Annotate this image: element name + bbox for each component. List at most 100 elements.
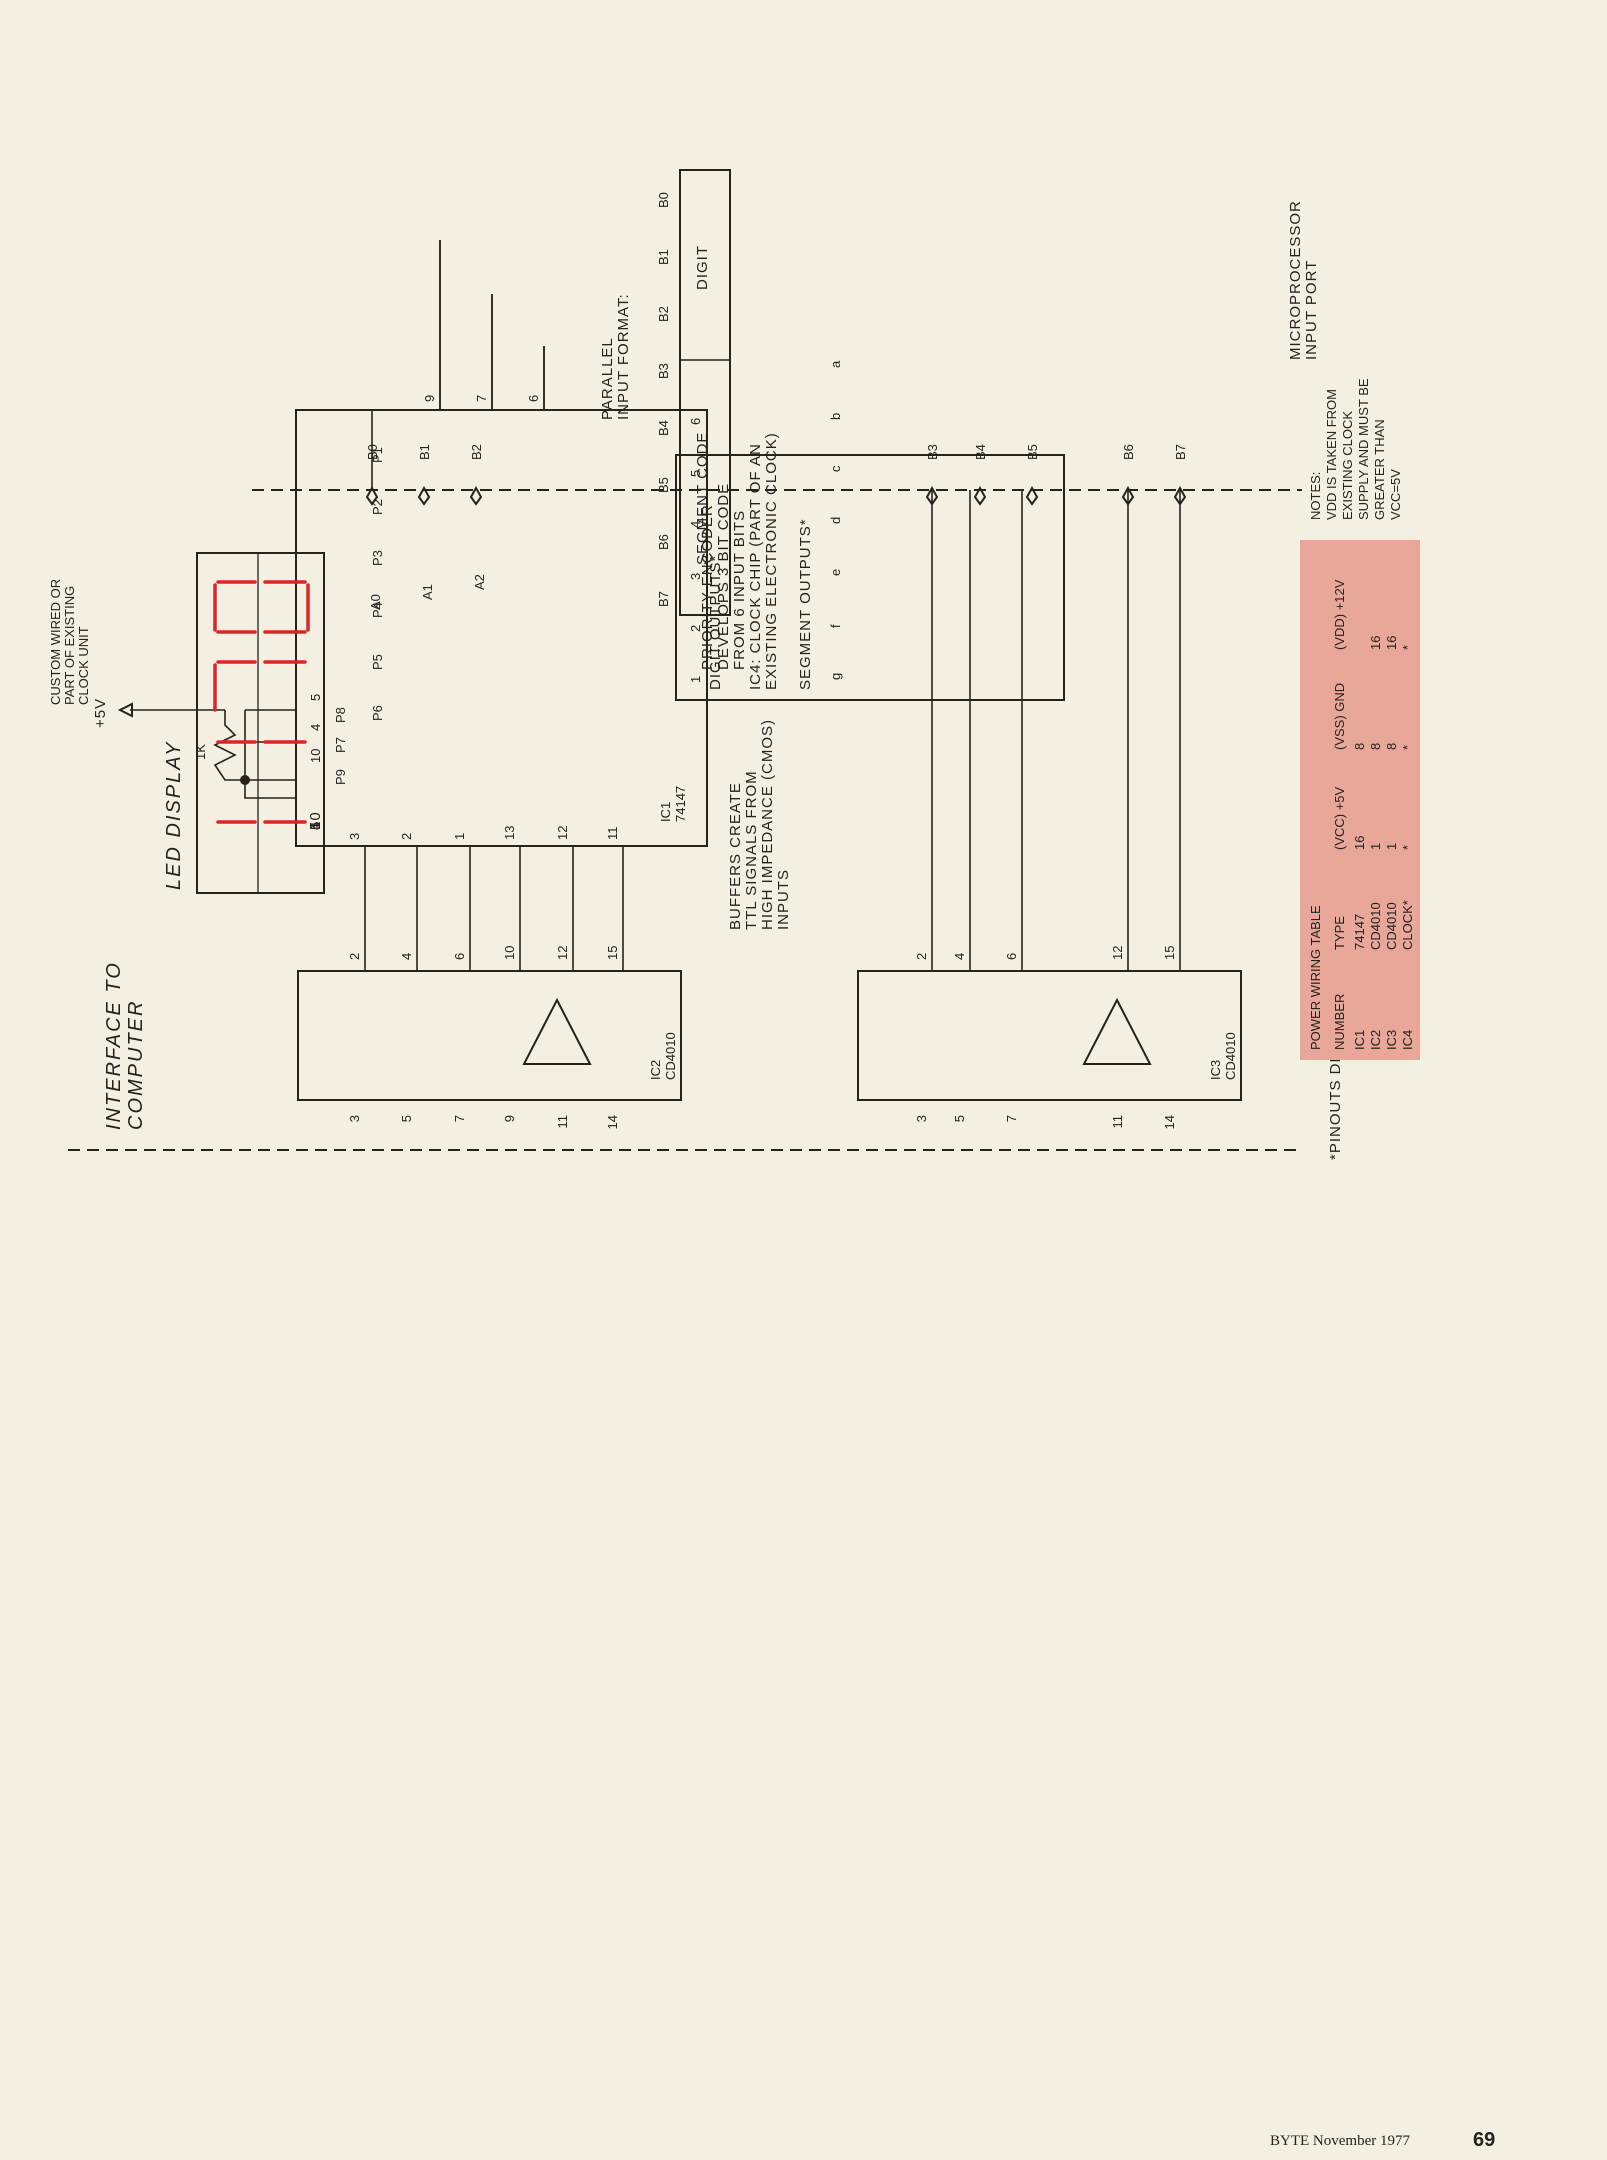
microprocessor-label: INPUT PORT	[1303, 260, 1320, 360]
ic1-top-pin-name: P9	[333, 769, 348, 785]
power-wiring-table	[1300, 540, 1420, 1060]
ic2-input-pin: 3	[347, 1115, 362, 1122]
ic1-input-pin: 13	[502, 826, 517, 840]
ic3-output-pin: 12	[1110, 946, 1125, 960]
segment-output-letter: a	[828, 360, 843, 368]
ic1-top-pin-number: 10	[308, 749, 323, 763]
interface-to-computer-label: INTERFACE TO	[103, 961, 125, 1130]
ic1-top-pin: 4	[307, 821, 324, 830]
ic2-output-pin: 10	[502, 946, 517, 960]
ic3-input-pin: 3	[914, 1115, 929, 1122]
ic3-buffer-icon	[1082, 997, 1152, 1065]
power-table-title: POWER WIRING TABLE	[1308, 905, 1323, 1050]
digit-output-number: 4	[688, 521, 703, 528]
buffers-note: HIGH IMPEDANCE (CMOS)	[759, 719, 776, 930]
ic1-top-pin: 5	[307, 821, 324, 830]
power-table-cell: 16	[1368, 636, 1383, 650]
ic1-input-name: P3	[370, 550, 385, 566]
parallel-format-box	[679, 169, 731, 616]
ic2-output-pin: 2	[347, 953, 362, 960]
ic2-input-pin: 5	[399, 1115, 414, 1122]
ic1-p9-strap	[244, 779, 296, 799]
ic1-input-name: P2	[370, 499, 385, 515]
format-bit-label: B7	[656, 591, 671, 607]
ic1-input-pin: 12	[555, 826, 570, 840]
segment-outputs-label: SEGMENT OUTPUTS*	[797, 518, 814, 690]
digit-output-number: 2	[688, 625, 703, 632]
vcc-label: +5V	[92, 698, 109, 728]
ic1-input-pin: 11	[605, 827, 620, 841]
segment-output-letter: c	[828, 465, 843, 472]
ic2-cd4010	[297, 970, 682, 1101]
ic1-input-name: P1	[370, 447, 385, 463]
custom-wired-label: PART OF EXISTING	[62, 586, 77, 705]
ic2-buffer-icon	[522, 997, 592, 1065]
power-table-cell: IC1	[1352, 1030, 1367, 1050]
port-terminal-icon	[365, 485, 379, 506]
priority-encoder-note: DEVELOPS 3 BIT CODE	[715, 483, 732, 670]
notes-text: GREATER THAN	[1372, 419, 1387, 520]
power-table-cell: 8	[1384, 743, 1399, 750]
port-terminal-icon	[469, 485, 483, 506]
ic3-input-pin: 11	[1110, 1115, 1125, 1129]
ic1-top-pin-name: P8	[333, 707, 348, 723]
ic2-input-pin: 11	[555, 1115, 570, 1129]
digit-output-number: 3	[688, 573, 703, 580]
power-table-header: NUMBER	[1332, 994, 1347, 1050]
ic1-input-name: P4	[370, 602, 385, 618]
ic1-label: IC1	[658, 802, 673, 822]
ic3-label: IC3	[1208, 1060, 1223, 1080]
segment-output-letter: e	[828, 569, 843, 576]
ic4-label: IC4: CLOCK CHIP (PART OF AN	[747, 443, 764, 690]
ic1-input-name: P6	[370, 705, 385, 721]
segment-output-letter: b	[828, 413, 843, 420]
segment-output-letter: g	[828, 673, 843, 680]
ic2-output-pin: 6	[452, 953, 467, 960]
port-bit-label: B7	[1173, 444, 1188, 460]
port-bit-label: B5	[1025, 444, 1040, 460]
ic1-output-name: A0	[368, 594, 383, 610]
power-table-cell: CLOCK*	[1400, 900, 1415, 950]
power-table-cell: CD4010	[1384, 902, 1399, 950]
ic1-top-pin-number: 4	[308, 724, 323, 731]
ic1-output-name: A1	[420, 584, 435, 600]
port-bit-label: B4	[973, 444, 988, 460]
ic2-label: IC2	[648, 1060, 663, 1080]
digit-field-label: DIGIT	[694, 245, 711, 290]
ic2-label: CD4010	[663, 1032, 678, 1080]
format-bit-label: B6	[656, 534, 671, 550]
priority-encoder-note: PRIORITY ENCODER	[699, 504, 716, 670]
power-table-cell: 1	[1384, 843, 1399, 850]
power-table-cell: 74147	[1352, 914, 1367, 950]
port-terminal-icon	[925, 485, 939, 506]
format-bit-label: B1	[656, 249, 671, 265]
power-table-header: (VSS) GND	[1332, 683, 1347, 750]
port-terminal-icon	[1121, 485, 1135, 506]
priority-encoder-note: FROM 6 INPUT BITS	[731, 510, 748, 670]
power-table-background	[1300, 540, 1420, 1060]
ic2-output-pin: 4	[399, 953, 414, 960]
ic2-input-pin: 9	[502, 1115, 517, 1122]
digit-outputs-label: DIGIT OUTPUTS*	[707, 555, 724, 690]
power-table-cell: *	[1400, 645, 1415, 650]
vcc-terminal-icon	[117, 702, 133, 718]
format-bit-label: B5	[656, 477, 671, 493]
ic3-output-pin: 4	[952, 953, 967, 960]
ic1-input-pin: 1	[452, 833, 467, 840]
microprocessor-label: MICROPROCESSOR	[1287, 200, 1304, 360]
parallel-format-label: INPUT FORMAT:	[615, 293, 632, 420]
page-footer: BYTE November 1977	[1270, 2133, 1410, 2149]
notes-text: SUPPLY AND MUST BE	[1356, 378, 1371, 520]
led-display-box	[196, 552, 325, 894]
power-table-header: (VDD) +12V	[1332, 579, 1347, 650]
ic3-cd4010	[857, 970, 1242, 1101]
segment-output-letter: d	[828, 517, 843, 524]
ic4-label: EXISTING ELECTRONIC CLOCK)	[763, 432, 780, 690]
segment-output-letter: f	[828, 624, 843, 628]
segment-code-label: SEGMENT CODE	[694, 432, 711, 565]
ic2-input-pin: 14	[605, 1115, 620, 1129]
notes-text: VDD IS TAKEN FROM	[1324, 389, 1339, 520]
